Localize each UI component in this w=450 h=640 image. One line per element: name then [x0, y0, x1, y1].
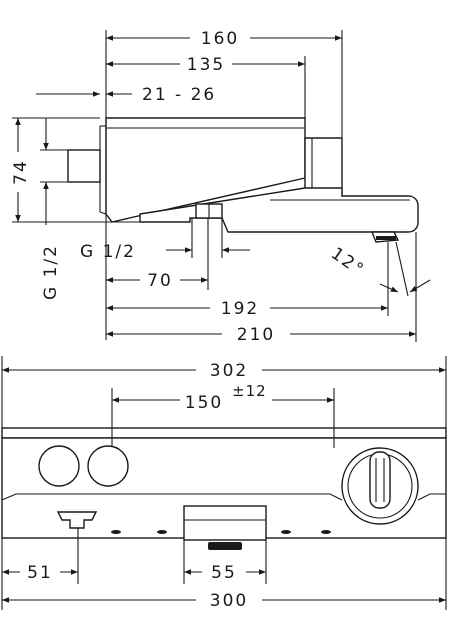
dim-74-label: 74	[11, 159, 31, 185]
dim-55-label: 55	[211, 563, 237, 583]
dim-150-tolerance-label: ±12	[232, 382, 267, 400]
dim-135-label: 135	[187, 55, 225, 75]
outlet-nozzle-icon	[208, 542, 242, 550]
dim-51-label: 51	[27, 563, 53, 583]
dim-g12-horizontal-label: G 1/2	[80, 242, 136, 262]
side-extension-lines	[12, 30, 417, 342]
side-dimension-lines	[15, 35, 431, 337]
dim-210-label: 210	[237, 325, 275, 345]
side-view: 160 135 21 - 26 74 G 1/2 G 1/2 70 12° 19…	[11, 29, 431, 345]
dim-150-label: 150	[185, 393, 223, 413]
front-body	[1, 427, 447, 550]
dim-g12-vertical-label: G 1/2	[41, 244, 61, 300]
button-right-icon	[87, 445, 129, 487]
front-view: 302 150 ±12 51 55 300	[1, 356, 447, 611]
dim-160-label: 160	[201, 29, 239, 49]
dim-70-label: 70	[147, 271, 173, 291]
dim-12deg-label: 12°	[327, 244, 368, 281]
dim-21-26-label: 21 - 26	[142, 85, 216, 105]
dim-302-label: 302	[210, 361, 248, 381]
dim-192-label: 192	[221, 299, 259, 319]
front-dimension-lines	[2, 367, 446, 603]
dim-300-label: 300	[210, 591, 248, 611]
side-body	[67, 117, 419, 243]
wall-connector-icon	[56, 511, 98, 529]
button-left-icon	[38, 445, 80, 487]
